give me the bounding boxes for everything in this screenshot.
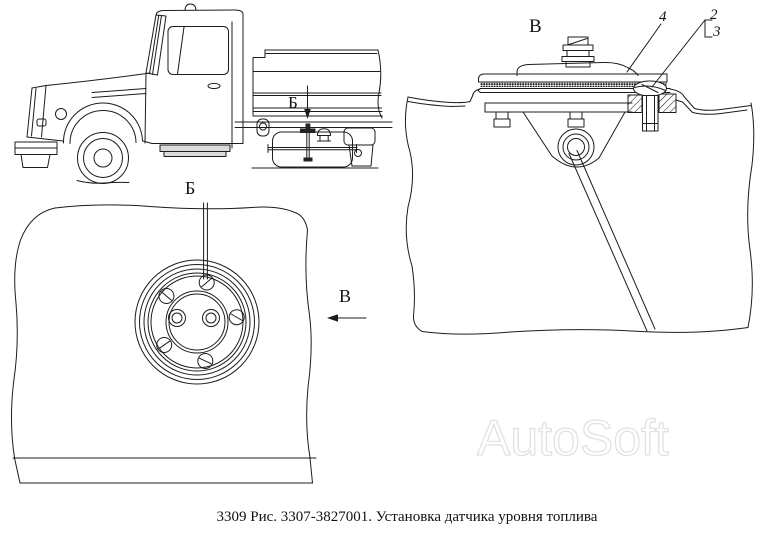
side-window: [167, 26, 229, 75]
view-arrow-v-label: В: [339, 286, 352, 306]
truck-cab: [144, 3, 244, 149]
detail-v-title: В: [529, 16, 542, 37]
leader-2-3: [651, 19, 706, 88]
chassis-frame: [234, 118, 393, 169]
view-arrow-v: [327, 314, 367, 322]
door-handle: [207, 82, 221, 90]
figure-caption: 3309 Рис. 3307-3827001. Установка датчик…: [216, 509, 598, 525]
door-step: [159, 144, 231, 157]
terminal-left: [168, 309, 186, 327]
terminal-right: [202, 309, 220, 327]
fuel-filler-cap: [317, 128, 331, 142]
sensor-cover: [516, 61, 639, 76]
float-tube: [557, 128, 656, 332]
rear-bracket: [343, 127, 376, 146]
detail-view-b-drawing: [10, 202, 367, 484]
flange-screws: [156, 274, 245, 369]
front-fender: [62, 102, 153, 144]
section-arrow-b: [304, 85, 311, 119]
front-wheel: [76, 132, 130, 184]
clamp-left: [627, 94, 643, 113]
marker-lamp: [36, 118, 47, 127]
callout-leaders: [626, 19, 713, 88]
terminal-stud: [561, 36, 595, 68]
tank-patch-b: [10, 204, 317, 484]
clamp-right: [658, 93, 677, 113]
sensor-flange-top-view: [134, 259, 260, 385]
truck-hood-front: [26, 72, 151, 142]
inner-bracket: [484, 102, 633, 168]
truck-side-view-drawing: [14, 3, 393, 184]
fixing-screw: [627, 80, 677, 132]
gasket: [480, 82, 667, 87]
callout-2-label: 2: [710, 7, 718, 23]
section-label-b-truck: Б: [288, 93, 298, 112]
fuel-level-sensor: [300, 123, 316, 162]
detail-b-title: Б: [185, 178, 196, 198]
float-tube-top-view: [203, 202, 208, 280]
tank-patch-v: [404, 88, 755, 335]
blinker-lamp: [55, 108, 67, 120]
watermark: AutoSoft: [476, 409, 669, 466]
detail-view-v-drawing: [404, 19, 755, 335]
callout-3-label: 3: [713, 24, 721, 40]
front-bumper: [14, 141, 58, 168]
frame-bracket: [256, 118, 270, 137]
cargo-bed: [252, 49, 383, 119]
windshield-pillar: [145, 14, 167, 76]
leader-4: [626, 23, 662, 73]
callout-4-label: 4: [659, 9, 667, 25]
cab-marker-lamp: [184, 3, 197, 11]
bracket-2-3: [704, 19, 713, 38]
